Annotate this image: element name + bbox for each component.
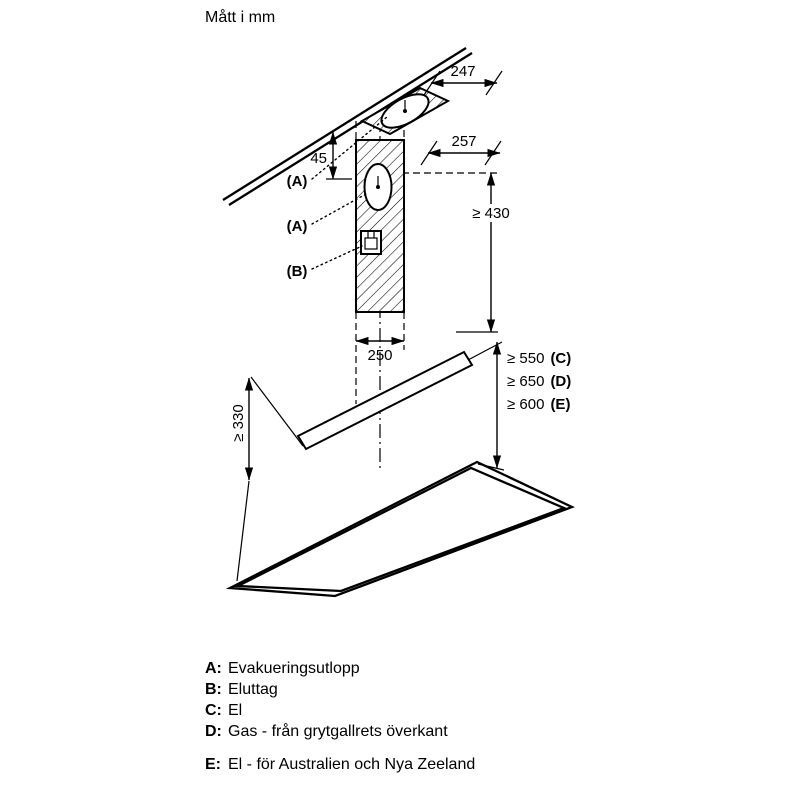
legend-item-c: C:El (205, 702, 242, 719)
dim-650-label: ≥ 650(D) (507, 373, 571, 390)
legend-item-b: B:Eluttag (205, 681, 278, 698)
hob-outer-edge (225, 460, 575, 598)
dim-550-label: ≥ 550(C) (507, 350, 571, 367)
dim-430: ≥ 430 (456, 172, 518, 333)
callout-a-duct: (A) (287, 193, 367, 235)
dim-clearances: ≥ 550(C) ≥ 650(D) ≥ 600(E) (467, 341, 571, 471)
ceiling-line (222, 47, 473, 206)
callout-a-top: (A) (287, 116, 388, 190)
extension-dashed-lines (355, 121, 497, 404)
callout-b: (B) (287, 245, 363, 280)
dim-600-label: ≥ 600(E) (507, 396, 570, 413)
callout-a-duct-label: (A) (287, 218, 308, 235)
legend-item-a: A:Evakueringsutlopp (205, 660, 360, 677)
wall-duct-area (355, 139, 405, 313)
power-socket (360, 230, 382, 255)
dim-247-label: 247 (450, 63, 475, 80)
ceiling-line-outer (222, 47, 467, 201)
hood-canopy (296, 350, 474, 451)
dim-257: 257 (420, 133, 502, 166)
dim-250: 250 (355, 336, 405, 364)
ceiling-line-inner (228, 52, 473, 206)
dim-257-label: 257 (451, 133, 476, 150)
dim-250-label: 250 (367, 347, 392, 364)
legend: A:Evakueringsutlopp B:Eluttag C:El D:Gas… (205, 660, 475, 773)
dim-45: 45 (310, 131, 352, 180)
hob-inner-edge (233, 466, 568, 593)
dim-45-label: 45 (310, 150, 327, 167)
legend-item-d: D:Gas - från grytgallrets överkant (205, 722, 448, 740)
ceiling-duct-hole (359, 86, 451, 136)
canopy-outline (296, 350, 474, 451)
callout-a-top-label: (A) (287, 173, 308, 190)
legend-item-e: E:El - för Australien och Nya Zeeland (205, 756, 475, 773)
dim-430-label: ≥ 430 (472, 205, 509, 222)
hob-outline (225, 460, 575, 598)
dim-330-label: ≥ 330 (230, 404, 247, 441)
callout-b-label: (B) (287, 263, 308, 280)
page-title: Mått i mm (205, 8, 275, 26)
dim-330: ≥ 330 (230, 376, 304, 582)
dim-247: 247 (423, 63, 503, 96)
